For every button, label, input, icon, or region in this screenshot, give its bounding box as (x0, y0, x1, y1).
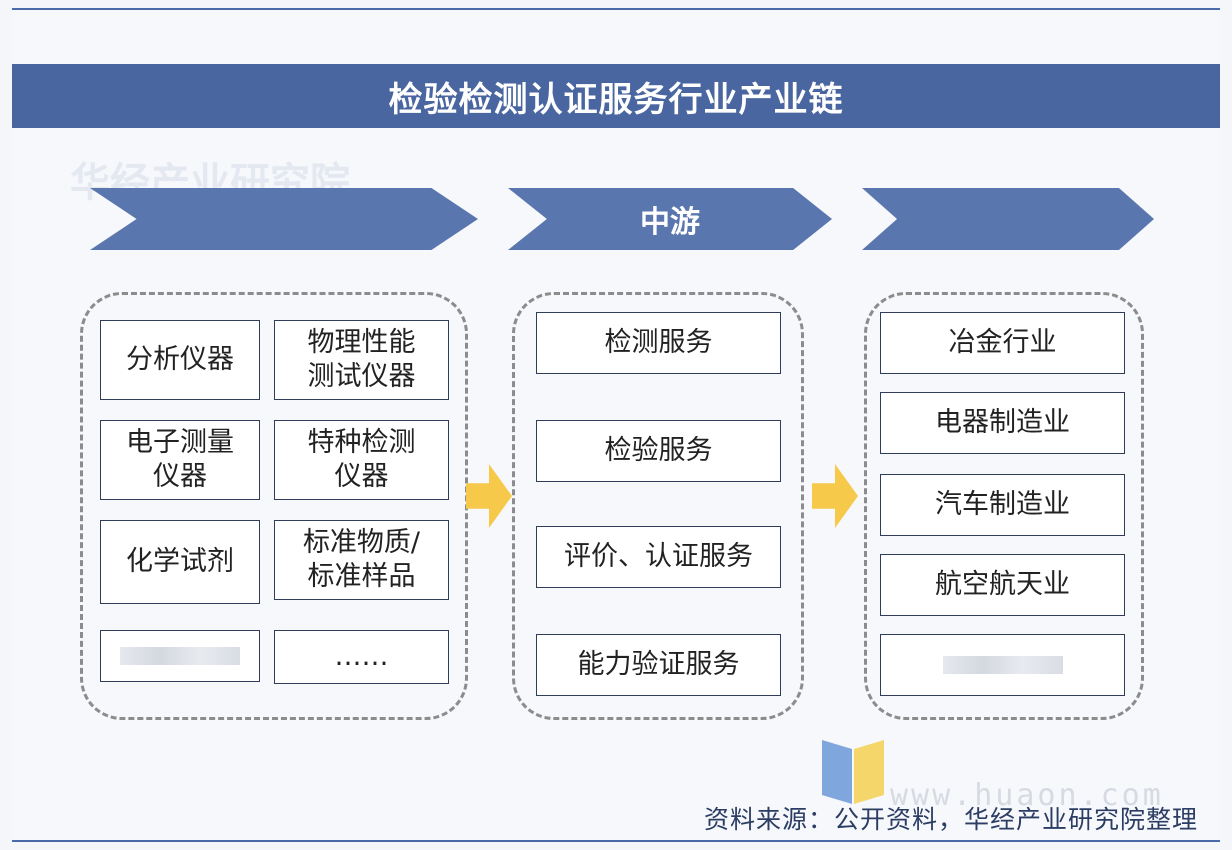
upstream-item: 物理性能 测试仪器 (274, 320, 449, 400)
stage-chevron-upstream (90, 188, 478, 250)
downstream-item-blurred (880, 634, 1125, 696)
site-watermark: www.huaon.com (890, 778, 1164, 813)
downstream-item: 航空航天业 (880, 554, 1125, 616)
stage-chevron-midstream: 中游 (508, 188, 832, 250)
downstream-group (864, 292, 1144, 720)
midstream-item: 检验服务 (536, 420, 781, 482)
obscured-text (942, 656, 1063, 674)
midstream-item: 检测服务 (536, 312, 781, 374)
midstream-group (512, 292, 804, 720)
upstream-item: 电子测量 仪器 (100, 420, 260, 500)
obscured-text (120, 647, 240, 665)
midstream-item: 能力验证服务 (536, 634, 781, 696)
huaon-logo-icon (822, 740, 886, 804)
source-note: 资料来源：公开资料，华经产业研究院整理 (703, 805, 1198, 834)
midstream-item: 评价、认证服务 (536, 526, 781, 588)
upstream-item: 分析仪器 (100, 320, 260, 400)
downstream-item: 冶金行业 (880, 312, 1125, 374)
downstream-item: 汽车制造业 (880, 474, 1125, 536)
upstream-item-blurred (100, 630, 260, 682)
upstream-item-ellipsis: …… (274, 630, 449, 684)
upstream-item: 化学试剂 (100, 520, 260, 604)
page-title: 检验检测认证服务行业产业链 (12, 64, 1220, 128)
upstream-item: 标准物质/ 标准样品 (274, 520, 449, 600)
stage-chevron-downstream (862, 188, 1154, 250)
downstream-item: 电器制造业 (880, 392, 1125, 454)
upstream-item: 特种检测 仪器 (274, 420, 449, 500)
